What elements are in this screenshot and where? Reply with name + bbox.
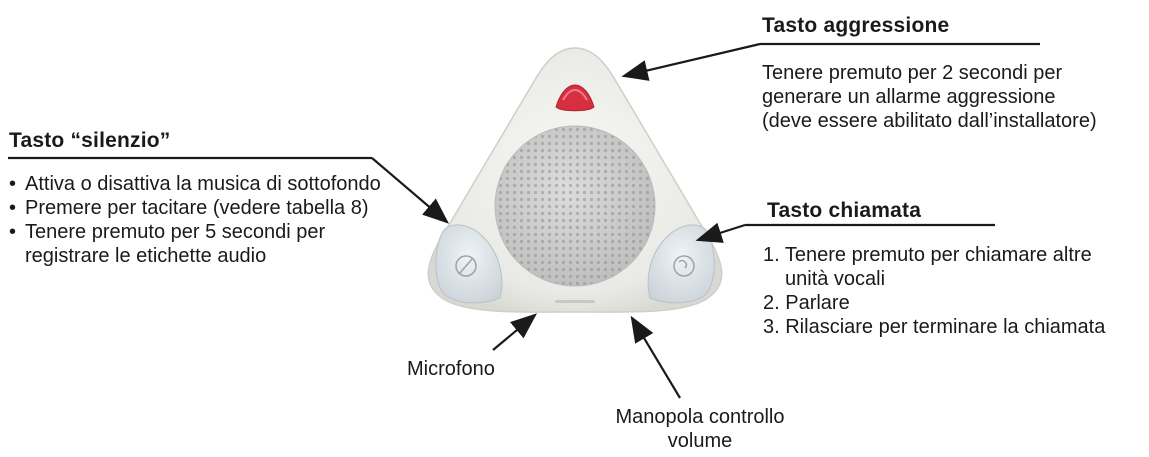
microphone-port: [555, 300, 595, 303]
chiamata-step: 2. Parlare: [763, 291, 1133, 315]
silenzio-item: •Attiva o disattiva la musica di sottofo…: [9, 172, 384, 196]
microfono-label: Microfono: [407, 357, 495, 381]
chiamata-title: Tasto chiamata: [767, 199, 921, 223]
aggressione-description: Tenere premuto per 2 secondi per generar…: [762, 61, 1102, 133]
aggressione-arrow: [624, 44, 760, 76]
silenzio-list: •Attiva o disattiva la musica di sottofo…: [9, 172, 384, 268]
chiamata-step: 3. Rilasciare per terminare la chiamata: [763, 315, 1133, 339]
volume-label: Manopola controllo volume: [585, 405, 815, 453]
speaker-grille: [495, 126, 655, 286]
volume-arrow: [632, 318, 680, 398]
aggressione-title: Tasto aggressione: [762, 14, 949, 38]
silenzio-title: Tasto “silenzio”: [9, 129, 171, 153]
silenzio-item: •Tenere premuto per 5 secondi per regist…: [9, 220, 384, 268]
chiamata-step: 1. Tenere premuto per chiamare altre uni…: [763, 243, 1133, 291]
microfono-arrow: [493, 315, 535, 350]
chiamata-steps: 1. Tenere premuto per chiamare altre uni…: [763, 243, 1133, 339]
silenzio-item: •Premere per tacitare (vedere tabella 8): [9, 196, 384, 220]
